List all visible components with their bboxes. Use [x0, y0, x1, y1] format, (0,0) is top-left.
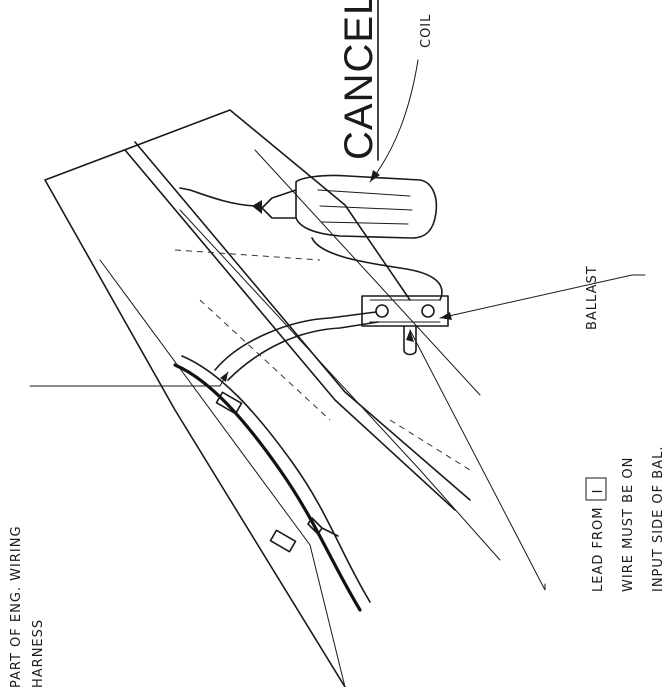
coil-label: COIL: [419, 14, 434, 48]
leader-lead-from: [409, 329, 546, 591]
harness-clip-1: [215, 391, 243, 415]
leader-harness-arrow: [220, 372, 228, 382]
lead-wire-box: [585, 477, 607, 501]
coil-high-tension-lead: [179, 187, 256, 207]
diagram-linework: [29, 59, 646, 687]
lead-label-line1-text: LEAD FROM: [591, 507, 606, 592]
leader-ballast: [439, 274, 646, 319]
lead-label-line1-boxed: I: [591, 489, 606, 494]
leader-lead-arrow: [406, 330, 414, 342]
ignition-input-lead: [214, 311, 377, 371]
ballast-label: BALLAST: [585, 265, 600, 330]
lead-label-line3: INPUT SIDE OF BAL.: [651, 446, 666, 592]
leader-ballast-arrow: [440, 312, 452, 320]
harness-label-line1: PART OF ENG. WIRING: [9, 525, 24, 687]
cancel-stamp: CANCEL: [337, 0, 381, 160]
ballast-resistor: [361, 295, 449, 356]
ignition-input-lead-2: [227, 321, 379, 381]
harness-clip-2: [269, 529, 297, 553]
ignition-coil: [252, 174, 438, 239]
hidden-edge: [174, 249, 471, 471]
lead-label-line2: WIRE MUST BE ON: [621, 457, 636, 592]
lead-label-line1: LEAD FROM I: [591, 489, 606, 592]
fender-rail: [124, 141, 471, 511]
leader-cancel: [369, 59, 419, 183]
mounting-bolt: [307, 517, 339, 537]
harness-label-line2: HARNESS: [31, 619, 46, 687]
leader-cancel-arrow: [370, 170, 380, 182]
coil-to-ballast-lead: [311, 237, 443, 301]
wiring-harness-outline: [181, 355, 371, 603]
panel-edge: [99, 149, 501, 687]
